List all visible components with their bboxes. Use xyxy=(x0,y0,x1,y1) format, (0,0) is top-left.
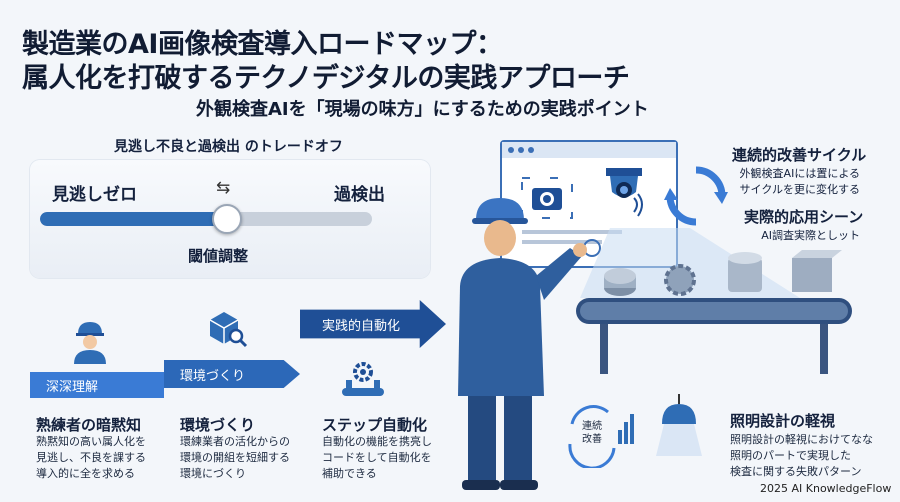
worker-icon xyxy=(74,322,106,364)
title-line-2: 属人化を打破するテクノデジタルの実践アプローチ xyxy=(22,63,630,94)
engineer-figure xyxy=(458,198,587,490)
inspection-screen xyxy=(500,140,678,268)
miss-zero-label: 見逃しゼロ xyxy=(52,185,137,205)
applied-body: AI調査実際としット xyxy=(761,229,860,242)
ceiling-camera-icon xyxy=(606,168,643,217)
gear-conveyor-icon xyxy=(342,362,384,396)
step-2-body: 環練業者の活化からの環境の開組を短細する環境にづくり xyxy=(180,435,290,480)
box-search-icon xyxy=(209,312,248,348)
step-2-heading: 環境づくり xyxy=(180,416,256,434)
threshold-label: 閾値調整 xyxy=(188,247,249,265)
over-detection-label: 過検出 xyxy=(334,185,385,205)
swap-arrows-icon: ⇆ xyxy=(216,178,231,198)
conveyor-belt xyxy=(576,228,852,374)
threshold-slider-fill xyxy=(40,212,230,226)
step-banner-automation: 実践的自動化 xyxy=(300,300,446,348)
lighting-body: 照明設計の軽視におけてなな照明のパートで実現した検査に関する失敗パターン xyxy=(730,433,873,478)
cycle-arrows-icon xyxy=(664,166,728,226)
cycle-body: 外観検査AIには置によるサイクルを更に変化する xyxy=(739,167,860,196)
improvement-cycle-icon xyxy=(568,405,634,468)
applied-heading: 実際的応用シーン xyxy=(744,208,864,226)
threshold-slider-thumb[interactable] xyxy=(212,204,242,234)
threshold-slider-track[interactable] xyxy=(40,212,372,226)
step-banner-environment: 環境づくり xyxy=(164,360,300,388)
step-3-body: 自動化の機能を携亮しコードをして自動化を補助できる xyxy=(322,435,432,480)
subtitle: 外観検査AIを「現場の味方」にするための実践ポイント xyxy=(196,99,649,120)
step-1-body: 熟黙知の高い属人化を見逃し、不良を課する導入的に全を求める xyxy=(36,435,146,480)
credit: 2025 AI KnowledgeFlow xyxy=(760,482,892,495)
step-banner-deep-understanding: 深深理解 xyxy=(30,372,164,398)
title-line-1: 製造業のAI画像検査導入ロードマップ： xyxy=(22,29,503,60)
step-1-heading: 熟練者の暗黙知 xyxy=(36,416,142,434)
tradeoff-caption: 見逃し不良と過検出 のトレードオフ xyxy=(114,139,343,155)
lamp-icon xyxy=(656,394,702,456)
step-3-heading: ステップ自動化 xyxy=(322,416,428,434)
cycle-icon-label: 連続改善 xyxy=(582,421,602,445)
cycle-heading: 連続的改善サイクル xyxy=(732,146,867,164)
lighting-heading: 照明設計の軽視 xyxy=(730,412,836,430)
